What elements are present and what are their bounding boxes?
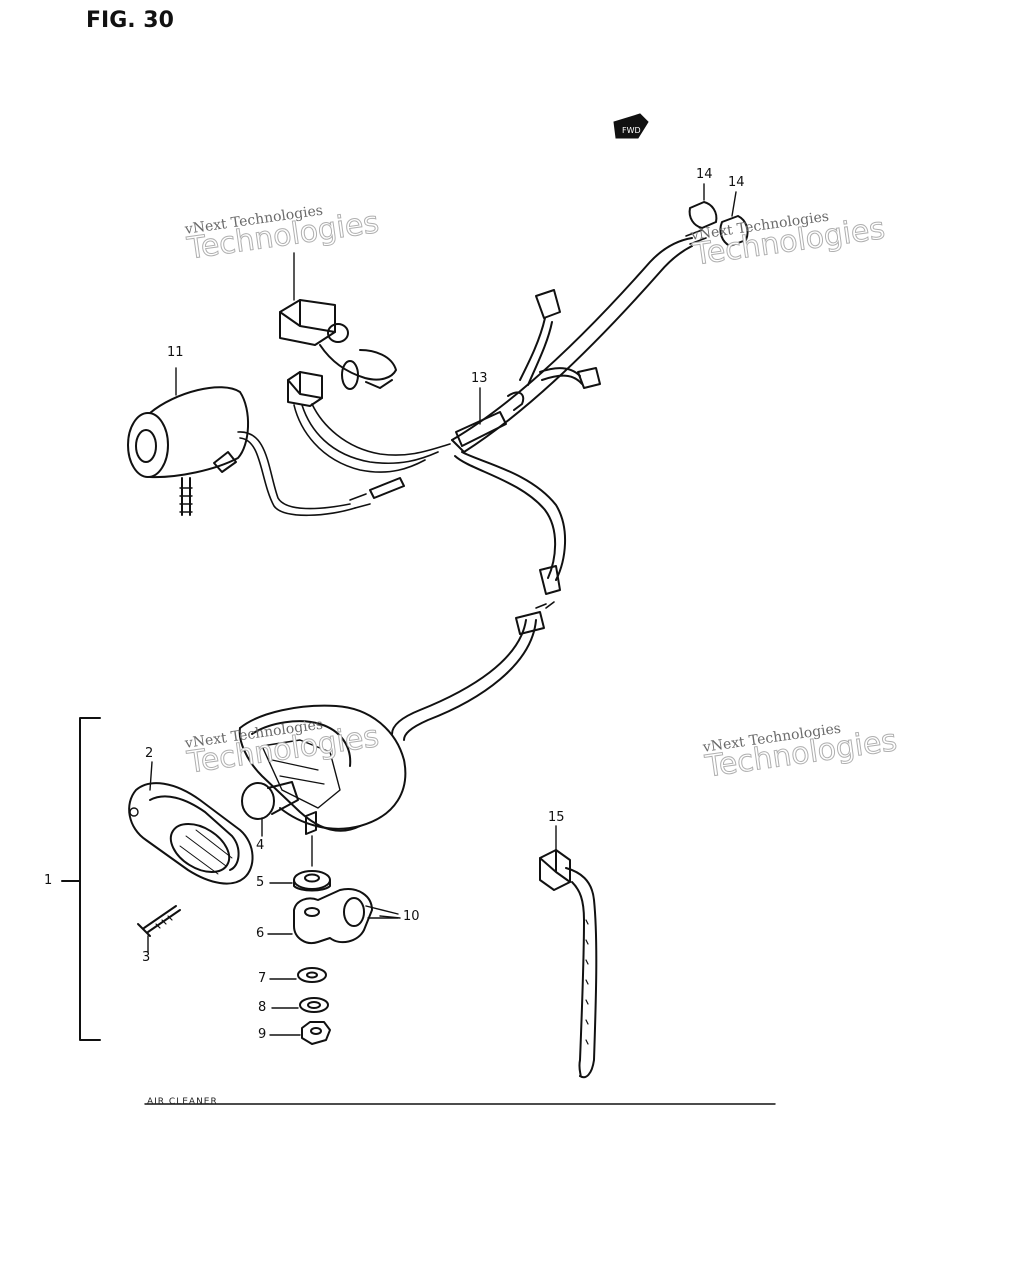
fwd-label: FWD	[622, 126, 641, 135]
callout-2: 2	[145, 746, 154, 761]
callout-5: 5	[256, 875, 265, 890]
part-8-lock-washer	[271, 997, 329, 1013]
callout-9: 9	[258, 1027, 267, 1042]
part-3-screw	[137, 905, 181, 953]
part-15-cable-tie	[539, 825, 598, 1079]
fwd-arrow-icon: FWD	[613, 113, 649, 139]
relay-switch	[279, 252, 451, 473]
callout-14-right: 14	[728, 175, 745, 190]
callout-1: 1	[44, 873, 53, 888]
part-7-washer	[269, 967, 327, 983]
horn-wires	[237, 431, 371, 517]
callout-8: 8	[258, 1000, 267, 1015]
part-2-lens	[128, 761, 254, 885]
assembly-bracket	[61, 717, 101, 1041]
callout-7: 7	[258, 971, 267, 986]
part-5-grommet	[269, 835, 331, 892]
part-11-horn	[127, 367, 250, 516]
figure-title: FIG. 30	[86, 8, 174, 33]
footer-caption: AIR CLEANER	[147, 1097, 218, 1107]
part-14-caps	[688, 183, 749, 247]
part-6-bracket	[267, 888, 401, 944]
callout-13: 13	[471, 371, 488, 386]
callout-11: 11	[167, 345, 184, 360]
callout-6: 6	[256, 926, 265, 941]
part-13-harness	[369, 229, 707, 741]
part-1-light-housing	[238, 704, 407, 837]
callout-15: 15	[548, 810, 565, 825]
part-9-nut	[269, 1021, 331, 1045]
callout-14-left: 14	[696, 167, 713, 182]
callout-3: 3	[142, 950, 151, 965]
callout-4: 4	[256, 838, 265, 853]
callout-10: 10	[403, 909, 420, 924]
